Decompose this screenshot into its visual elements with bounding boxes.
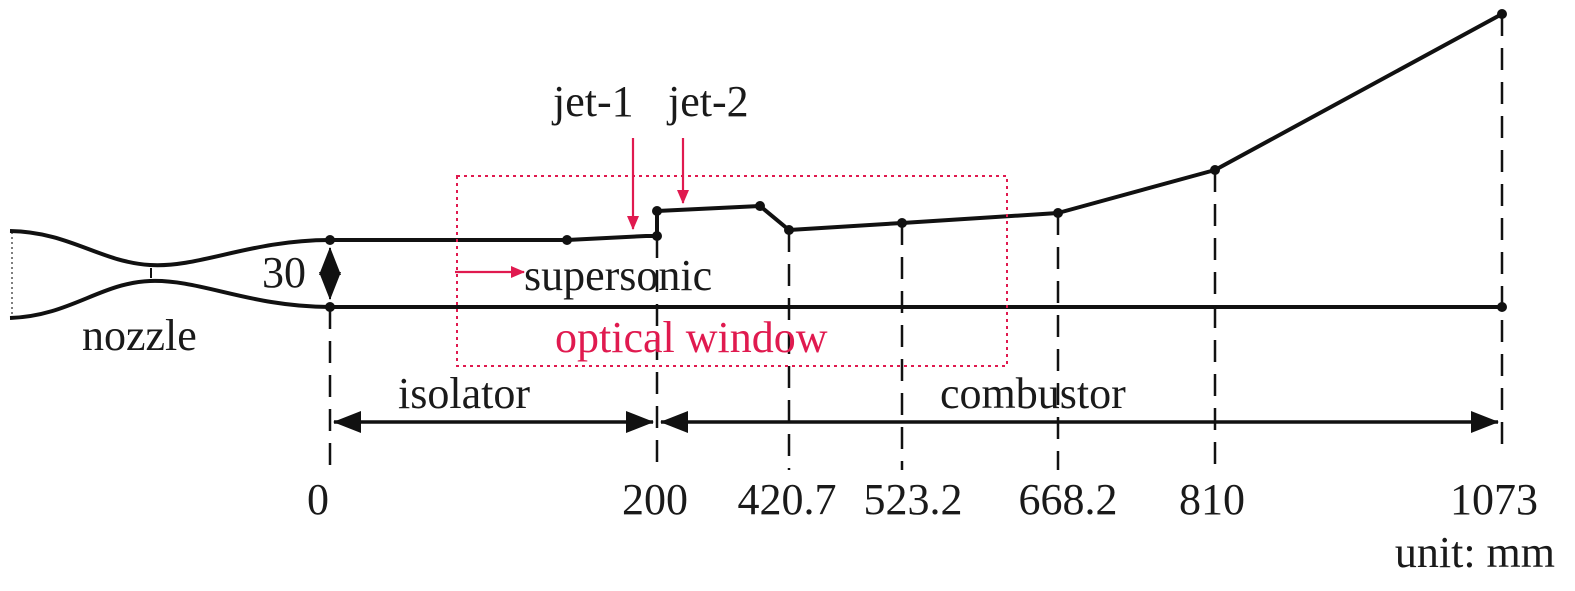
station-labels: 0 200 420.7 523.2 668.2 810 1073 [307, 475, 1538, 524]
upper-wall [330, 12, 1503, 242]
optical-window-box [456, 175, 1008, 367]
height-dimension-label: 30 [262, 248, 306, 297]
nozzle-upper-wall [9, 229, 331, 268]
jet-1-label: jet-1 [551, 77, 634, 126]
station-label: 810 [1179, 475, 1245, 524]
station-label: 1073 [1450, 475, 1538, 524]
station-label: 668.2 [1019, 475, 1118, 524]
station-label: 420.7 [738, 475, 837, 524]
station-label: 200 [622, 475, 688, 524]
supersonic-label: supersonic [524, 251, 712, 300]
station-label: 523.2 [864, 475, 963, 524]
jet-2-label: jet-2 [666, 77, 749, 126]
nozzle-lower-wall [9, 278, 331, 320]
station-label: 0 [307, 475, 329, 524]
combustor-label: combustor [940, 369, 1126, 418]
unit-label: unit: mm [1395, 528, 1555, 577]
optical-window-label: optical window [555, 313, 828, 362]
isolator-label: isolator [398, 369, 530, 418]
nozzle-label: nozzle [82, 311, 197, 360]
wall-vertices [325, 9, 1507, 312]
